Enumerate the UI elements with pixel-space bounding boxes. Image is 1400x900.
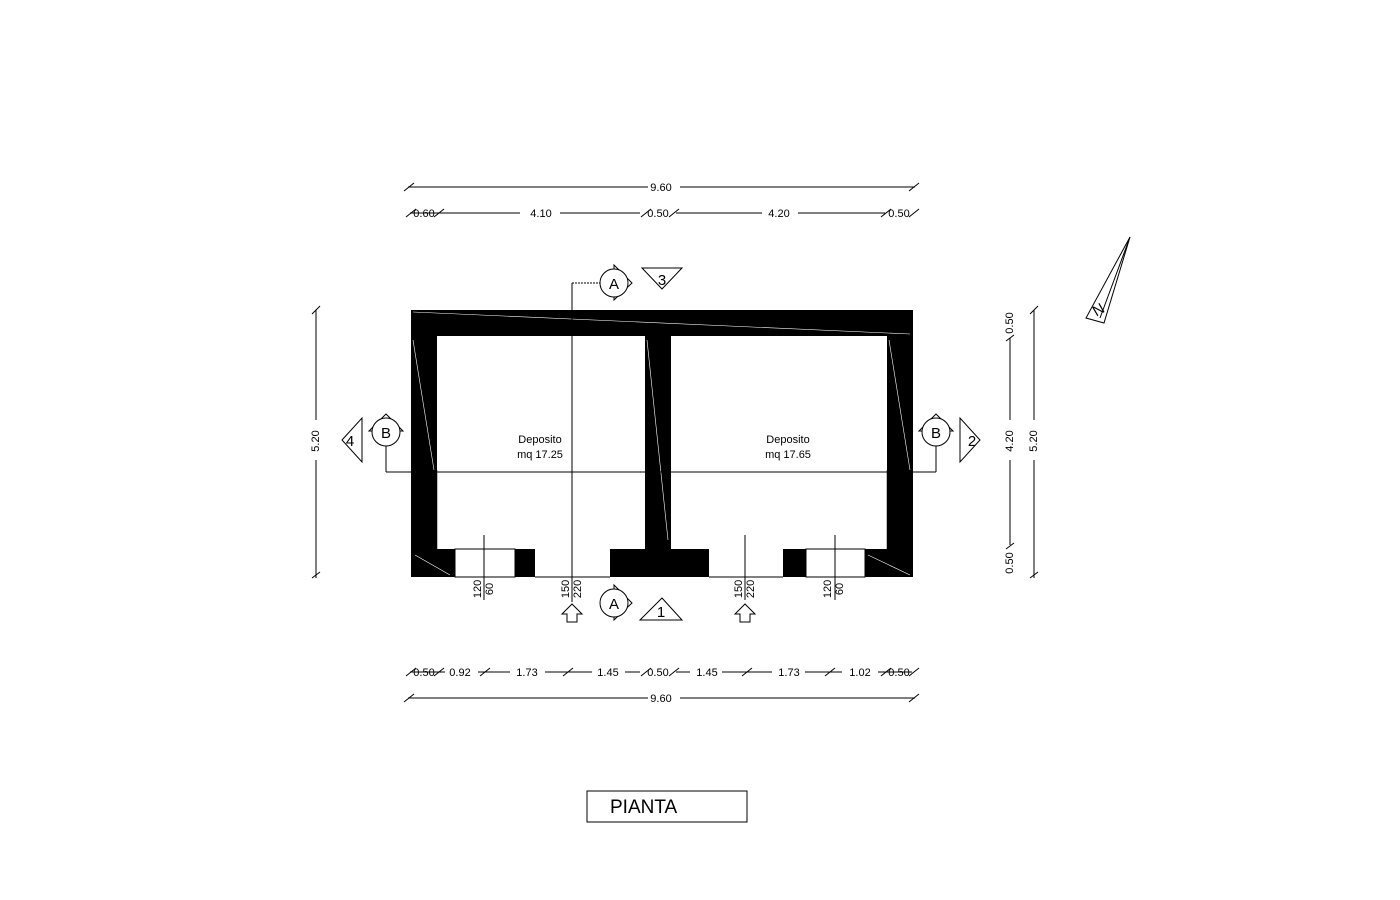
section-b-left-view-number: 4 xyxy=(346,433,354,450)
room-2-name: Deposito xyxy=(766,434,809,446)
top-dimensions xyxy=(403,182,920,218)
bottom-dimension-8: 1.02 xyxy=(849,667,870,679)
top-dimension-2: 4.10 xyxy=(530,208,551,220)
room-2-area: mq 17.65 xyxy=(765,449,811,461)
bottom-dimensions xyxy=(403,667,920,703)
title-box xyxy=(586,790,748,823)
section-lines xyxy=(385,282,937,602)
right-dimension-2: 4.20 xyxy=(1004,430,1016,451)
section-a-top-marker xyxy=(599,263,684,302)
section-b-right-letter: B xyxy=(931,425,941,442)
room-1-area: mq 17.25 xyxy=(517,449,563,461)
section-b-left-letter: B xyxy=(381,425,391,442)
bottom-dimension-6: 1.45 xyxy=(696,667,717,679)
bottom-dimension-5: 0.50 xyxy=(647,667,668,679)
door-left-width: 150 xyxy=(560,580,572,598)
section-a-bottom-letter: A xyxy=(609,596,619,613)
bottom-dimension-1: 0.50 xyxy=(413,667,434,679)
door-right-width: 150 xyxy=(733,580,745,598)
door-left-height: 220 xyxy=(572,580,584,598)
door-right-height: 220 xyxy=(745,580,757,598)
window-left-width: 120 xyxy=(472,580,484,598)
entrance-arrow-right xyxy=(733,603,757,623)
top-dimension-3: 0.50 xyxy=(647,208,668,220)
section-b-left-marker xyxy=(341,413,405,464)
section-a-bottom-view-number: 1 xyxy=(657,604,665,621)
bottom-total-dimension: 9.60 xyxy=(650,693,671,705)
drawing-title: PIANTA xyxy=(610,797,678,818)
bottom-dimension-3: 1.73 xyxy=(516,667,537,679)
bottom-dimension-2: 0.92 xyxy=(449,667,470,679)
window-left-height: 60 xyxy=(484,583,496,595)
left-total-dimension: 5.20 xyxy=(310,430,322,451)
room-1-name: Deposito xyxy=(518,434,561,446)
bottom-dimension-9: 0.50 xyxy=(888,667,909,679)
section-a-top-view-number: 3 xyxy=(658,272,666,289)
right-total-dimension: 5.20 xyxy=(1028,430,1040,451)
wall-hatch-lines-inner xyxy=(436,470,888,549)
top-dimension-4: 4.20 xyxy=(768,208,789,220)
section-b-right-marker xyxy=(917,413,981,464)
window-right-height: 60 xyxy=(834,583,846,595)
right-dimensions xyxy=(1005,305,1039,579)
right-dimension-1: 0.50 xyxy=(1004,312,1016,333)
left-dimension xyxy=(311,305,321,579)
bottom-dimension-4: 1.45 xyxy=(597,667,618,679)
top-dimension-1: 0.60 xyxy=(413,208,434,220)
window-right-width: 120 xyxy=(822,580,834,598)
north-arrow-icon xyxy=(1085,236,1131,324)
walls xyxy=(411,310,913,577)
bottom-dimension-7: 1.73 xyxy=(778,667,799,679)
top-dimension-5: 0.50 xyxy=(888,208,909,220)
top-total-dimension: 9.60 xyxy=(650,182,671,194)
wall-hatch-lines xyxy=(412,311,911,576)
section-a-bottom-marker xyxy=(599,583,684,622)
entrance-arrow-left xyxy=(560,603,584,623)
right-dimension-3: 0.50 xyxy=(1004,552,1016,573)
section-b-right-view-number: 2 xyxy=(968,433,976,450)
section-a-top-letter: A xyxy=(609,276,619,293)
